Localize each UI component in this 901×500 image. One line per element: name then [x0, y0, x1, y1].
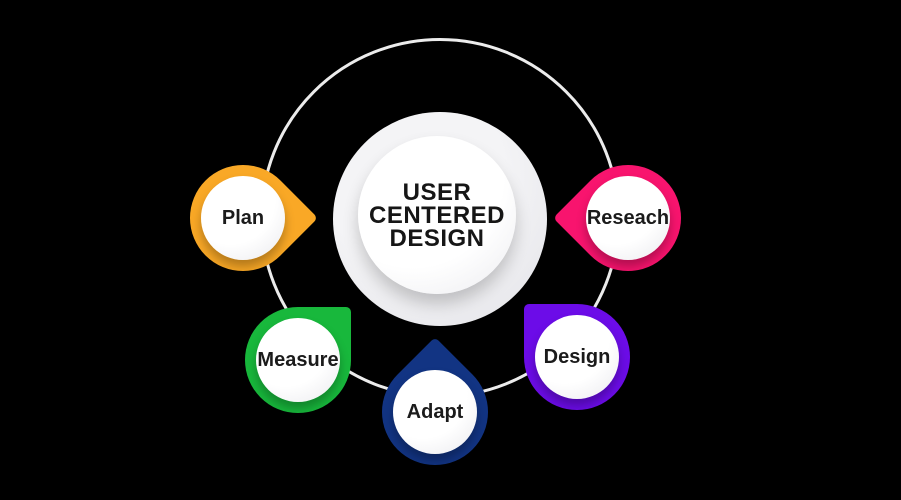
node-reseach-label: Reseach: [586, 206, 670, 229]
node-measure: Measure: [245, 307, 351, 413]
title-line-1: USER: [402, 178, 472, 206]
node-plan: Plan: [168, 143, 318, 293]
node-adapt-label: Adapt: [406, 400, 464, 423]
title-line-2: CENTERED: [368, 201, 505, 229]
node-plan-label: Plan: [221, 206, 265, 229]
node-plan-circle: Plan: [201, 176, 285, 260]
node-design-circle: Design: [535, 315, 619, 399]
node-measure-circle: Measure: [256, 318, 340, 402]
node-design-label: Design: [543, 345, 611, 368]
title-line-3: DESIGN: [389, 224, 485, 252]
center-circle: USER CENTERED DESIGN: [358, 136, 516, 294]
node-reseach: Reseach: [553, 143, 703, 293]
diagram-title: USER CENTERED DESIGN: [368, 178, 505, 252]
node-design: Design: [524, 304, 630, 410]
node-adapt: Adapt: [360, 337, 510, 487]
node-reseach-circle: Reseach: [586, 176, 670, 260]
node-measure-label: Measure: [257, 348, 339, 371]
node-adapt-circle: Adapt: [393, 370, 477, 454]
